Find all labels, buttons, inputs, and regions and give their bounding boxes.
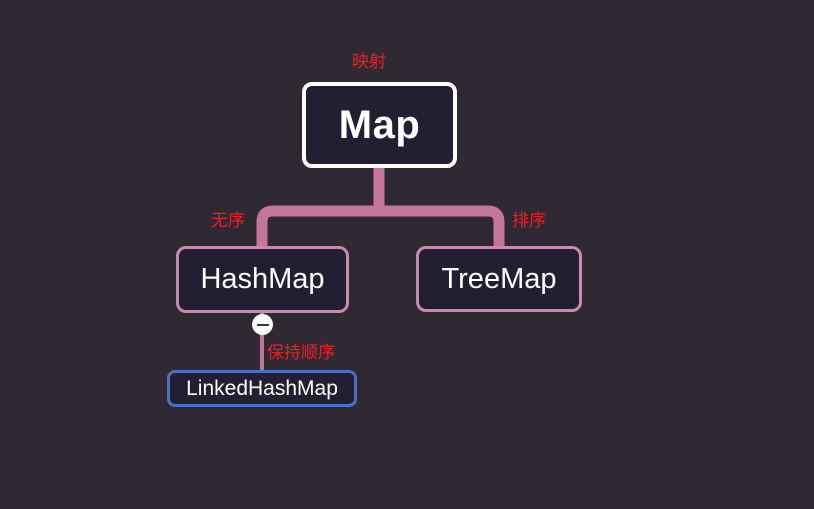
edge-label-keep-order: 保持顺序: [267, 343, 335, 362]
node-treemap[interactable]: TreeMap: [416, 246, 582, 312]
minus-bar: [256, 323, 269, 326]
node-treemap-label: TreeMap: [441, 262, 557, 295]
edge-root-to-treemap: [379, 205, 505, 246]
minus-icon[interactable]: [252, 314, 273, 335]
edge-root-to-hashmap: [256, 205, 379, 246]
node-linkedhashmap[interactable]: LinkedHashMap: [167, 370, 357, 407]
node-map-label: Map: [338, 102, 421, 147]
edge-label-root-title: 映射: [352, 52, 386, 71]
node-hashmap[interactable]: HashMap: [176, 246, 349, 313]
node-hashmap-label: HashMap: [200, 263, 325, 295]
node-map[interactable]: Map: [302, 82, 457, 168]
node-linkedhashmap-label: LinkedHashMap: [186, 376, 338, 400]
edge-label-ordered: 排序: [512, 211, 546, 230]
edge-label-unordered: 无序: [211, 211, 245, 230]
